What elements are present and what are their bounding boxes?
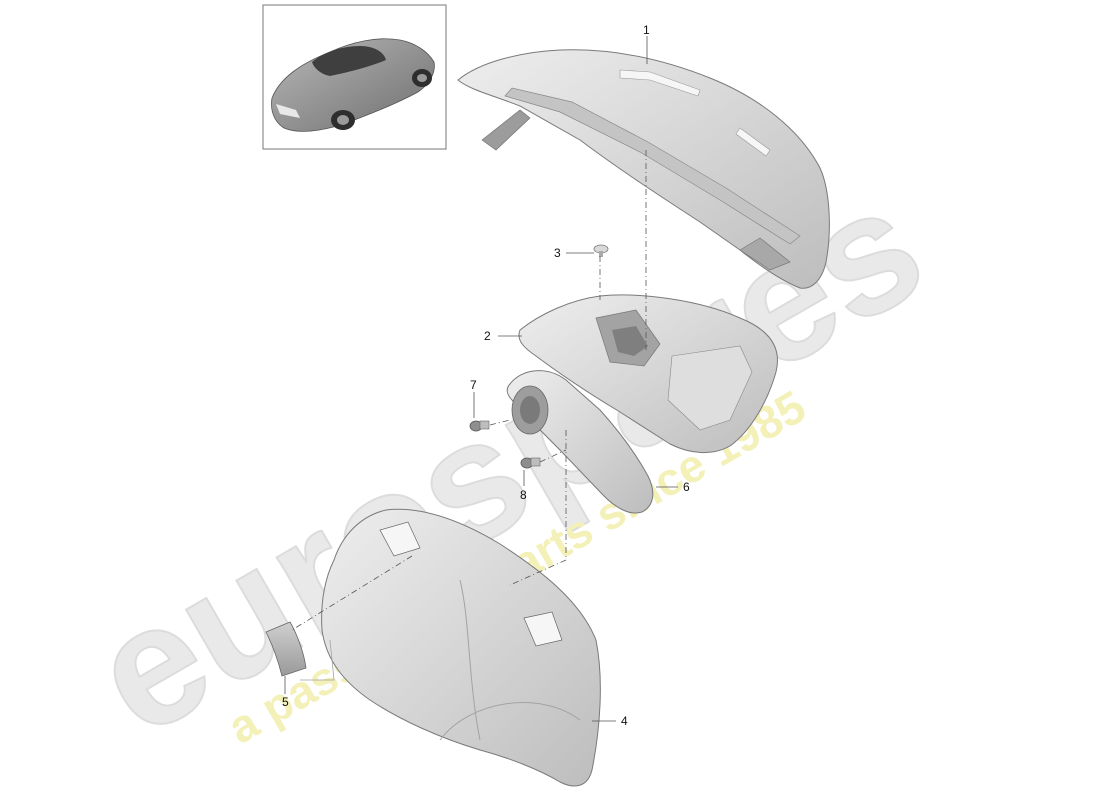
car-icon xyxy=(271,38,435,132)
part-5-shape xyxy=(265,621,307,677)
callout-8[interactable]: 8 xyxy=(520,488,527,502)
car-thumbnail xyxy=(262,4,447,150)
cover-cap-icon xyxy=(265,621,307,677)
part-6-shape xyxy=(506,370,654,514)
callout-labels: 1 2 3 4 5 6 7 8 xyxy=(282,23,690,728)
expanding-rivet-icon xyxy=(469,420,490,432)
part-4-shape xyxy=(300,508,601,787)
part-3-shape xyxy=(593,244,609,257)
callout-5[interactable]: 5 xyxy=(282,695,289,709)
luggage-compartment-lining-icon xyxy=(321,508,601,787)
callout-4[interactable]: 4 xyxy=(621,714,628,728)
expanding-rivet-icon xyxy=(520,457,541,469)
callout-leaders xyxy=(284,36,678,722)
callout-1[interactable]: 1 xyxy=(643,23,650,37)
part-8-shape xyxy=(520,457,541,469)
callout-7[interactable]: 7 xyxy=(470,378,477,392)
callout-2[interactable]: 2 xyxy=(484,329,491,343)
part-1-shape xyxy=(457,49,830,289)
callout-3[interactable]: 3 xyxy=(554,246,561,260)
assembly-lines xyxy=(291,150,647,631)
part-2-shape xyxy=(518,294,778,454)
part-7-shape xyxy=(469,420,490,432)
callout-6[interactable]: 6 xyxy=(683,480,690,494)
